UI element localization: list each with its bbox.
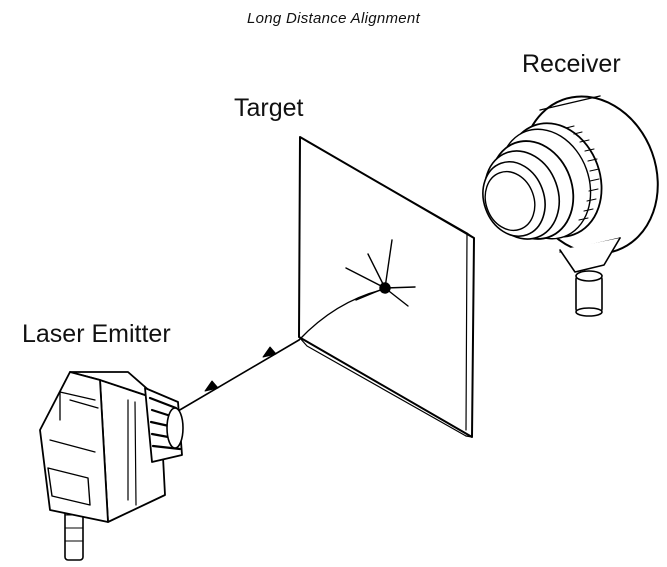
receiver-label: Receiver (522, 50, 621, 78)
laser-emitter-device (39, 371, 184, 561)
laser-emitter-label: Laser Emitter (22, 320, 171, 348)
diagram-title: Long Distance Alignment (246, 10, 421, 27)
target-panel (298, 136, 475, 438)
laser-beam (177, 289, 382, 412)
target-label: Target (234, 94, 304, 122)
receiver-device (482, 95, 659, 317)
